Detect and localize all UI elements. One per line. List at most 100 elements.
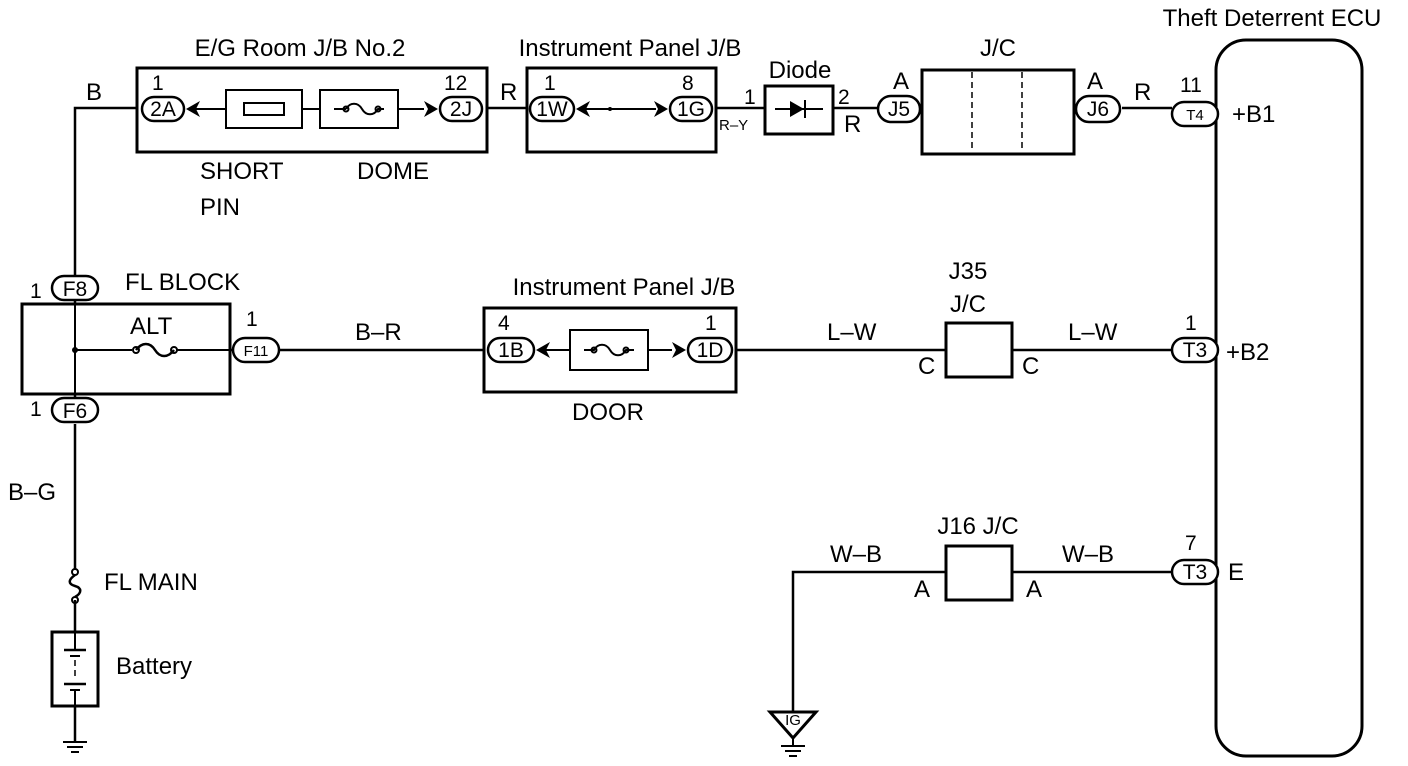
wire-labels: B R R–Y R R B–R L–W L–W B–G W–B W–B	[8, 79, 1151, 568]
dome-fuse-node2	[374, 105, 382, 113]
t3-b2-connector	[1170, 336, 1220, 364]
j35-pin-left: C	[918, 353, 935, 380]
eg-jb-conn-left	[140, 95, 186, 123]
eg-jb-arrow-left	[186, 101, 200, 117]
ip-jb-mid-title: Instrument Panel J/B	[513, 274, 736, 301]
wire-label-wb1: W–B	[830, 541, 882, 568]
fl-main-label: FL MAIN	[104, 569, 198, 596]
f11-label: F11	[244, 343, 269, 360]
t3-e-connector	[1170, 558, 1220, 586]
ip-jb-top-conn-right	[668, 95, 714, 123]
ip-jb-top-node	[608, 107, 612, 111]
eg-jb-arrow-right	[424, 101, 438, 117]
ecu-b2-label: +B2	[1226, 339, 1269, 366]
diode-title: Diode	[769, 57, 832, 84]
1d-label: 1D	[697, 339, 724, 362]
t3-b2-label: T3	[1183, 339, 1208, 362]
wires	[73, 106, 1232, 742]
f8-label: F8	[63, 278, 88, 301]
ecu-e-pin: 7	[1185, 532, 1197, 555]
jc-top-box	[920, 68, 1076, 156]
jc-top: J/C A A J5 J6	[876, 35, 1122, 156]
alt-fuse-icon	[135, 342, 175, 358]
ip-jb-mid-pin-right: 1	[705, 312, 717, 335]
short-pin-element	[243, 102, 285, 116]
ecu-b2-pin: 1	[1185, 312, 1197, 335]
battery-ground-icon	[63, 741, 87, 753]
ip-jb-mid: Instrument Panel J/B 4 1 1B 1D DOOR	[482, 274, 738, 426]
dome-fuse-node1	[342, 105, 350, 113]
ig-ground-label: IG	[785, 712, 801, 729]
ip-jb-top-conn-right-label: 1G	[677, 98, 705, 121]
wire-wb1	[791, 570, 946, 712]
1b-connector	[486, 336, 536, 364]
eg-jb-pin-right: 12	[444, 72, 467, 95]
diode-symbol-icon	[790, 101, 804, 117]
j35-subtitle: J/C	[950, 291, 986, 318]
f8-pin: 1	[30, 280, 42, 303]
j16-jc: J16 J/C A A	[914, 513, 1042, 603]
eg-jb-pin-left: 1	[152, 72, 164, 95]
ecu-b1-pin: 11	[1180, 74, 1202, 97]
wire-b	[73, 106, 137, 280]
fl-block: FL BLOCK 1 F8 ALT 1 F11 1 F6	[20, 269, 281, 424]
t4-connector	[1170, 100, 1220, 128]
j35-box	[944, 321, 1014, 379]
wire-label-r1: R	[500, 79, 517, 106]
j35-jc: J35 J/C C C	[918, 258, 1039, 380]
ip-jb-top-title: Instrument Panel J/B	[519, 35, 742, 62]
wire-label-wb2: W–B	[1062, 541, 1114, 568]
f6-label: F6	[63, 400, 88, 423]
ig-ground-icon: IG	[766, 710, 820, 757]
door-fuse-node1	[590, 346, 598, 354]
j5-connector	[876, 94, 922, 124]
t4-label: T4	[1186, 107, 1204, 124]
door-fuse-icon	[584, 343, 634, 357]
j16-pin-left: A	[914, 576, 930, 603]
wire-label-lw2: L–W	[1068, 319, 1118, 346]
eg-jb-conn-right-label: 2J	[450, 98, 472, 121]
j35-title: J35	[949, 258, 988, 285]
power-source: FL MAIN Battery IG	[50, 568, 820, 757]
f6-connector	[50, 396, 100, 424]
ip-jb-top-pin-left: 1	[544, 72, 556, 95]
ip-jb-top-arrow-right	[654, 101, 668, 117]
fl-main-node2	[71, 596, 79, 604]
f6-pin: 1	[30, 398, 42, 421]
wire-label-r3: R	[1134, 79, 1151, 106]
f11-connector	[231, 336, 281, 364]
t3-e-label: T3	[1183, 561, 1208, 584]
j16-pin-right: A	[1026, 576, 1042, 603]
wire-label-lw1: L–W	[827, 319, 877, 346]
ip-jb-mid-arrow-left	[536, 342, 550, 358]
ig-ground-triangle	[766, 710, 820, 741]
j5-label: J5	[888, 98, 910, 121]
ecu-b1-label: +B1	[1232, 101, 1275, 128]
ip-jb-mid-arrow-right	[672, 342, 686, 358]
eg-jb-title: E/G Room J/B No.2	[195, 35, 406, 62]
alt-label: ALT	[130, 313, 173, 340]
j35-pin-right: C	[1022, 353, 1039, 380]
ecu-title: Theft Deterrent ECU	[1163, 5, 1382, 32]
wire-label-b: B	[86, 79, 102, 106]
diode: Diode 1 2	[744, 57, 850, 136]
wire-label-br: B–R	[355, 319, 402, 346]
1b-label: 1B	[498, 339, 524, 362]
ip-jb-top-pin-right: 8	[682, 72, 694, 95]
eg-jb-conn-left-label: 2A	[150, 98, 176, 121]
short-label: SHORT	[200, 158, 284, 185]
door-label: DOOR	[572, 399, 644, 426]
jc-top-pin-left: A	[893, 68, 909, 95]
dome-label: DOME	[357, 158, 429, 185]
ip-jb-top: Instrument Panel J/B 1 8 1W 1G	[519, 35, 742, 154]
wire-label-bg: B–G	[8, 479, 56, 506]
ip-jb-top-arrow-left	[576, 101, 590, 117]
diode-pin-right: 2	[838, 86, 850, 109]
j16-box	[944, 544, 1014, 602]
wire-label-ry: R–Y	[719, 117, 748, 134]
j16-title: J16 J/C	[937, 513, 1018, 540]
1d-connector	[686, 336, 734, 364]
f8-connector	[50, 274, 100, 302]
jc-top-pin-right: A	[1087, 68, 1103, 95]
battery-label: Battery	[116, 653, 192, 680]
